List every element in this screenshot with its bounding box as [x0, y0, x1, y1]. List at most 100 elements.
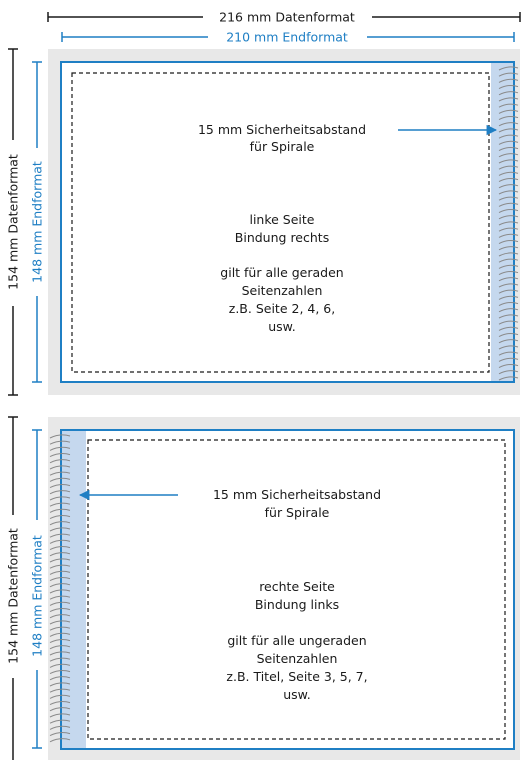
spiral-coil	[498, 177, 519, 183]
page-left-safety-area	[71, 72, 490, 373]
spiral-coil	[498, 115, 519, 121]
spiral-coil	[49, 700, 71, 706]
data-width-dimension: 216 mm Datenformat	[47, 10, 521, 25]
spiral-coil	[49, 645, 71, 650]
data-width-label: 216 mm Datenformat	[219, 10, 355, 25]
spiral-coil	[498, 140, 519, 145]
spiral-coil	[49, 576, 71, 582]
spiral-coil	[498, 326, 519, 331]
spiral-coil	[498, 103, 519, 108]
spiral-coil	[498, 109, 519, 114]
page-right: 154 mm Datenformat 148 mm Endformat 15 m…	[6, 416, 520, 760]
page-right-side-line2: Bindung links	[255, 597, 339, 612]
spiral-coil	[49, 570, 71, 575]
page-right-final-height-label: 148 mm Endformat	[30, 535, 45, 657]
spiral-coil	[498, 134, 519, 139]
spiral-coil	[49, 731, 71, 737]
spiral-coil	[49, 601, 71, 606]
page-left-pages-line4: usw.	[268, 319, 295, 334]
page-left-safety-line1: 15 mm Sicherheitsabstand	[198, 122, 366, 137]
spiral-coil	[498, 283, 519, 288]
spiral-coil	[498, 97, 519, 102]
spiral-coil	[49, 589, 71, 594]
spiral-coil	[49, 669, 71, 675]
spiral-coil	[498, 246, 519, 251]
spiral-coil	[498, 66, 519, 71]
page-right-pages-line1: gilt für alle ungeraden	[227, 633, 366, 648]
page-left-pages-line3: z.B. Seite 2, 4, 6,	[229, 301, 335, 316]
spiral-coil	[498, 301, 519, 307]
spiral-coil	[49, 719, 71, 724]
page-left-final-height-dimension: 148 mm Endformat	[30, 61, 45, 383]
spiral-coil	[49, 632, 71, 637]
spiral-coil	[498, 159, 519, 164]
spiral-coil	[49, 707, 71, 712]
spiral-coil	[49, 483, 71, 489]
spiral-coil	[49, 527, 71, 532]
spiral-coil	[49, 694, 71, 699]
spiral-coil	[498, 122, 519, 127]
spiral-coil	[49, 545, 71, 551]
page-left-safety-line2: für Spirale	[250, 139, 315, 154]
spiral-coil	[49, 725, 71, 730]
spiral-coil	[49, 657, 71, 662]
spiral-coil	[49, 452, 71, 458]
spiral-coil	[498, 376, 519, 381]
spiral-coil	[498, 345, 519, 350]
spiral-coil	[498, 270, 519, 276]
spiral-coil	[49, 682, 71, 687]
spiral-coil	[49, 496, 71, 501]
spiral-coil	[498, 146, 519, 152]
spiral-coil	[49, 539, 71, 544]
final-width-dimension: 210 mm Endformat	[61, 30, 515, 45]
spiral-coil	[498, 357, 519, 362]
spiral-coil	[498, 227, 519, 232]
page-left-pages-line2: Seitenzahlen	[242, 283, 323, 298]
spiral-coil	[498, 258, 519, 263]
spiral-coil	[49, 626, 71, 631]
spiral-coil	[498, 308, 519, 313]
page-right-safety-line2: für Spirale	[265, 505, 330, 520]
spiral-coil	[498, 72, 519, 77]
spiral-coil	[49, 607, 71, 613]
spiral-coil	[49, 651, 71, 656]
spiral-coil	[498, 332, 519, 338]
spiral-coil	[49, 440, 71, 445]
page-left-trim-box	[60, 61, 515, 383]
page-right-trim-box	[60, 429, 515, 750]
spiral-coil	[498, 277, 519, 282]
page-left-side-line1: linke Seite	[249, 212, 314, 227]
spiral-coil	[49, 713, 71, 718]
spiral-coil	[49, 502, 71, 507]
spiral-coil	[498, 363, 519, 369]
page-left-side-line2: Bindung rechts	[235, 230, 329, 245]
page-right-data-height-dimension: 154 mm Datenformat	[6, 416, 21, 760]
spiral-coil	[49, 465, 71, 470]
spiral-coil	[498, 339, 519, 344]
spiral-coil	[49, 620, 71, 625]
page-right-side-line1: rechte Seite	[259, 579, 335, 594]
spiral-coil	[49, 459, 71, 464]
spiral-coil	[498, 171, 519, 176]
spiral-coil	[49, 688, 71, 693]
spiral-coil	[49, 738, 71, 743]
spiral-coil	[49, 583, 71, 588]
page-left: 154 mm Datenformat 148 mm Endformat 15 m…	[6, 48, 520, 396]
spiral-coil	[498, 295, 519, 300]
page-left-spiral	[498, 66, 519, 381]
page-right-final-height-dimension: 148 mm Endformat	[30, 429, 45, 749]
spiral-coil	[49, 514, 71, 520]
spiral-coil	[498, 165, 519, 170]
page-right-safety-line1: 15 mm Sicherheitsabstand	[213, 487, 381, 502]
spiral-coil	[49, 477, 71, 482]
spiral-coil	[498, 84, 519, 90]
spiral-coil	[49, 663, 71, 668]
page-right-pages-line2: Seitenzahlen	[257, 651, 338, 666]
spiral-coil	[49, 638, 71, 644]
page-right-data-height-label: 154 mm Datenformat	[6, 528, 21, 664]
page-left-data-height-dimension: 154 mm Datenformat	[6, 48, 21, 396]
page-right-pages-line4: usw.	[283, 687, 310, 702]
spiral-coil	[498, 128, 519, 133]
spiral-coil	[498, 184, 519, 189]
